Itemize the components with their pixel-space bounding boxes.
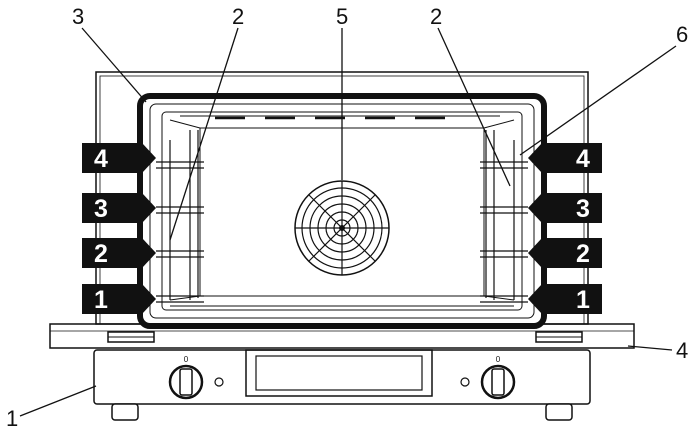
leader-2-left [169,27,239,241]
left-knob[interactable] [168,364,204,400]
right-level-tag-3: 3 [528,193,602,223]
right-level-tag-1: 1 [528,284,602,314]
leader-1 [19,385,97,417]
left-rack-rails [156,130,204,303]
callout-4: 4 [676,338,688,363]
callout-1: 1 [6,406,18,430]
svg-text:1: 1 [576,286,590,314]
callout-3: 3 [72,4,84,29]
right-rack-rails [480,130,528,303]
callout-5: 5 [336,4,348,29]
leader-6 [519,45,677,156]
left-level-tag-2: 2 [82,238,156,268]
callout-2-right: 2 [430,4,442,29]
leader-2-right [437,27,511,187]
svg-text:2: 2 [94,240,108,268]
leader-3 [81,27,147,103]
left-level-tag-3: 3 [82,193,156,223]
right-level-tag-4: 4 [528,143,602,173]
fan-guard [294,180,390,276]
left-knob-mark: 0 [184,355,189,364]
right-level-tags: 4 3 2 1 [528,143,602,314]
leader-lines [19,27,677,417]
svg-text:4: 4 [94,145,108,173]
left-level-tag-1: 1 [82,284,156,314]
right-knob[interactable] [480,364,516,400]
svg-text:1: 1 [94,286,108,314]
svg-text:2: 2 [576,240,590,268]
left-level-tags: 4 3 2 1 [82,143,156,314]
right-level-tag-2: 2 [528,238,602,268]
door-hinge-bar [49,323,635,349]
svg-text:4: 4 [576,145,590,173]
left-level-tag-4: 4 [82,143,156,173]
svg-text:3: 3 [576,195,590,223]
control-panel [93,349,591,421]
svg-text:3: 3 [94,195,108,223]
leader-4 [627,345,673,351]
callout-2-left: 2 [232,4,244,29]
right-knob-mark: 0 [496,355,501,364]
callout-6: 6 [676,22,688,47]
